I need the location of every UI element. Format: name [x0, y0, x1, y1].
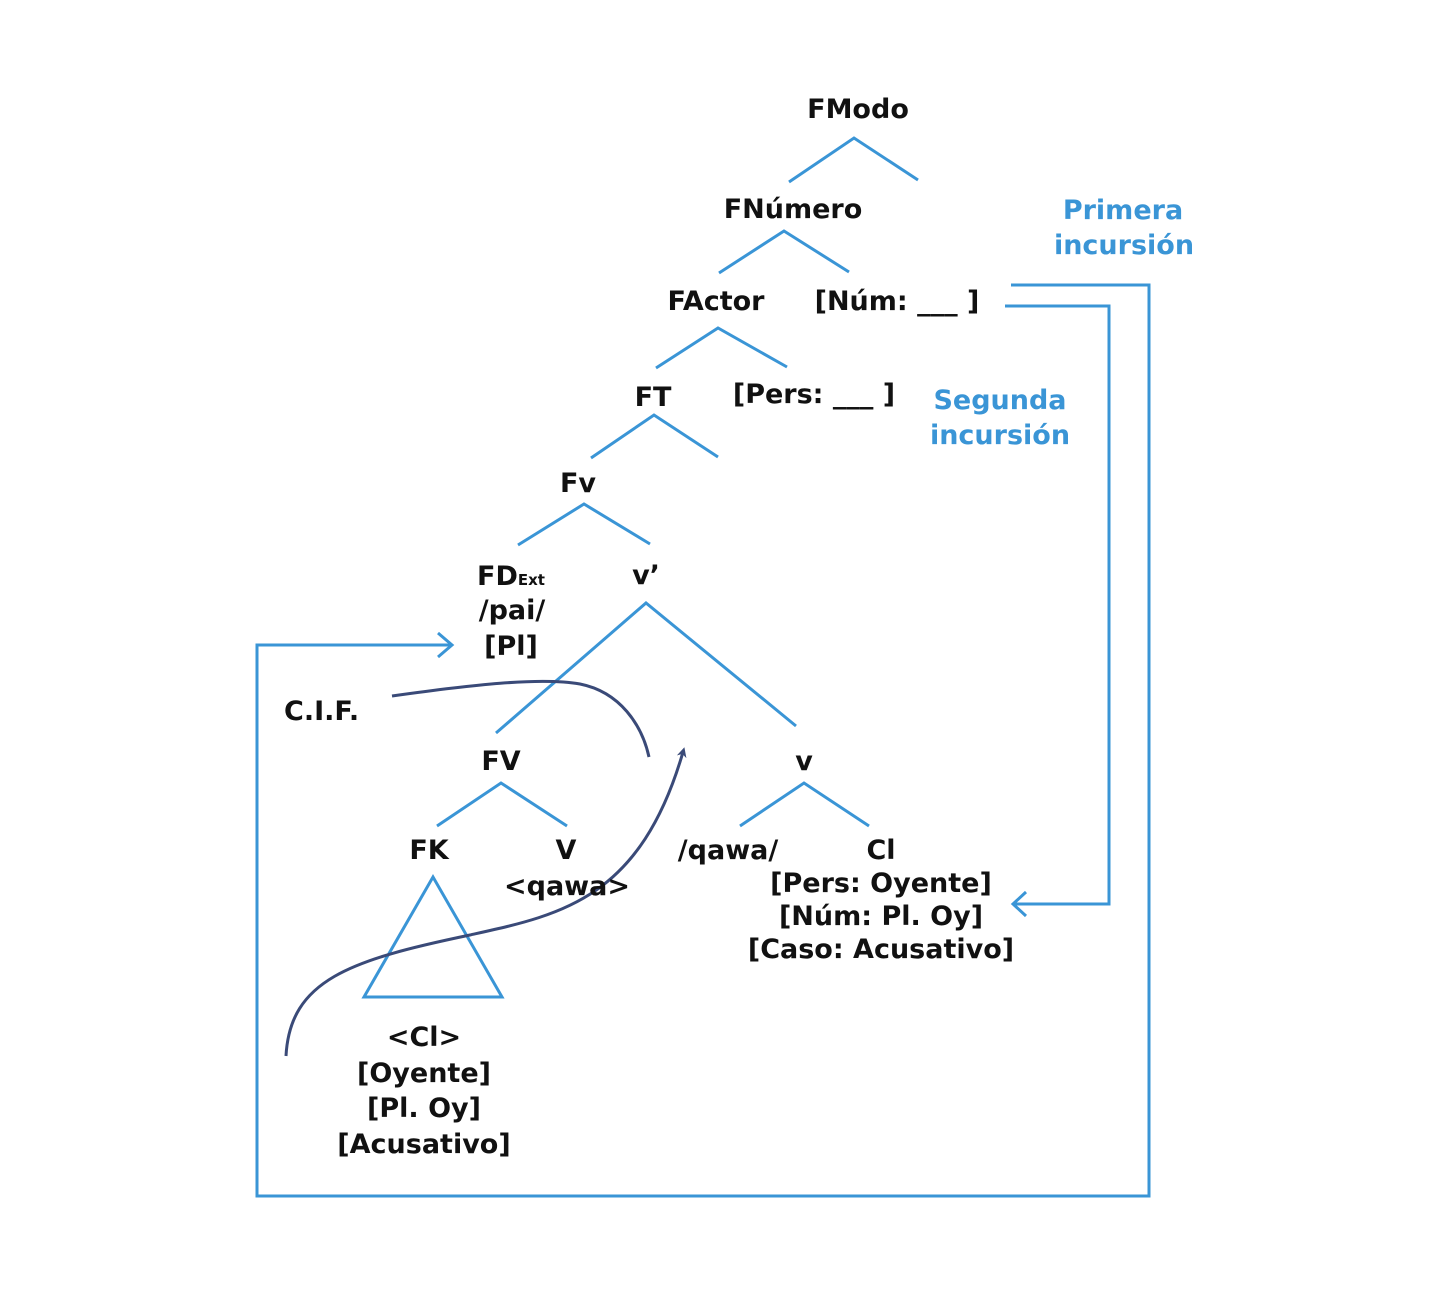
node-fv-small: Fv	[560, 468, 596, 499]
primera-incursion-arrowhead	[437, 631, 455, 659]
branch-factor	[655, 326, 788, 370]
node-cl: Cl	[866, 835, 895, 866]
qawa-phon: /qawa/	[678, 835, 779, 866]
segunda-label-line2: incursión	[930, 420, 1070, 451]
segunda-incursion-path	[1005, 304, 1111, 906]
node-ft: FT	[635, 382, 672, 413]
fd-subscript: Ext	[518, 571, 545, 589]
fk-content-pl: [Pl. Oy]	[367, 1093, 481, 1124]
v-trace: <qawa>	[504, 871, 630, 902]
segunda-incursion-arrowhead	[1010, 890, 1028, 918]
cl-feature-pers: [Pers: Oyente]	[770, 868, 992, 899]
segunda-label-line1: Segunda	[933, 385, 1066, 416]
node-v-bar: v’	[632, 560, 660, 591]
primera-label-line2: incursión	[1054, 230, 1194, 261]
node-factor: FActor	[667, 286, 765, 317]
node-labels: FModo FNúmero FActor [Núm: ___ ] FT [Per…	[284, 94, 1014, 1160]
branch-fmodo	[788, 136, 919, 184]
clitic-movement-curve	[284, 747, 687, 1057]
num-feature: [Núm: ___ ]	[815, 286, 980, 317]
branch-fv-small	[517, 502, 651, 547]
fd-main: FD	[477, 561, 518, 592]
pers-feature: [Pers: ___ ]	[733, 379, 895, 410]
branch-v-bar	[495, 601, 797, 735]
fk-content-cl: <Cl>	[387, 1022, 461, 1053]
node-v-big: V	[556, 835, 577, 866]
node-fd: FDExt	[477, 561, 545, 592]
incursion-paths	[255, 283, 1151, 1198]
branch-v-small	[739, 781, 870, 828]
node-fmodo: FModo	[807, 94, 909, 125]
fd-phon: /pai/	[479, 595, 546, 626]
branch-ft	[590, 413, 719, 460]
cif-label: C.I.F.	[284, 696, 359, 727]
primera-incursion-path	[255, 283, 1151, 1198]
node-v-small: v	[795, 746, 813, 777]
movement-arrows	[284, 679, 687, 1057]
fk-triangle	[361, 873, 505, 999]
node-fv-big: FV	[481, 746, 520, 777]
primera-label-line1: Primera	[1063, 195, 1183, 226]
fd-feature: [Pl]	[484, 631, 538, 662]
node-fnumero: FNúmero	[724, 194, 863, 225]
branch-fv-big	[436, 781, 568, 828]
node-fk: FK	[409, 835, 449, 866]
fk-content-acusativo: [Acusativo]	[337, 1129, 510, 1160]
cif-curve	[391, 679, 651, 758]
fk-content-oyente: [Oyente]	[357, 1058, 491, 1089]
cl-feature-num: [Núm: Pl. Oy]	[779, 901, 983, 932]
branch-fnumero	[718, 229, 850, 275]
annotation-labels: Primera incursión Segunda incursión	[930, 195, 1194, 451]
cl-feature-caso: [Caso: Acusativo]	[748, 934, 1014, 965]
